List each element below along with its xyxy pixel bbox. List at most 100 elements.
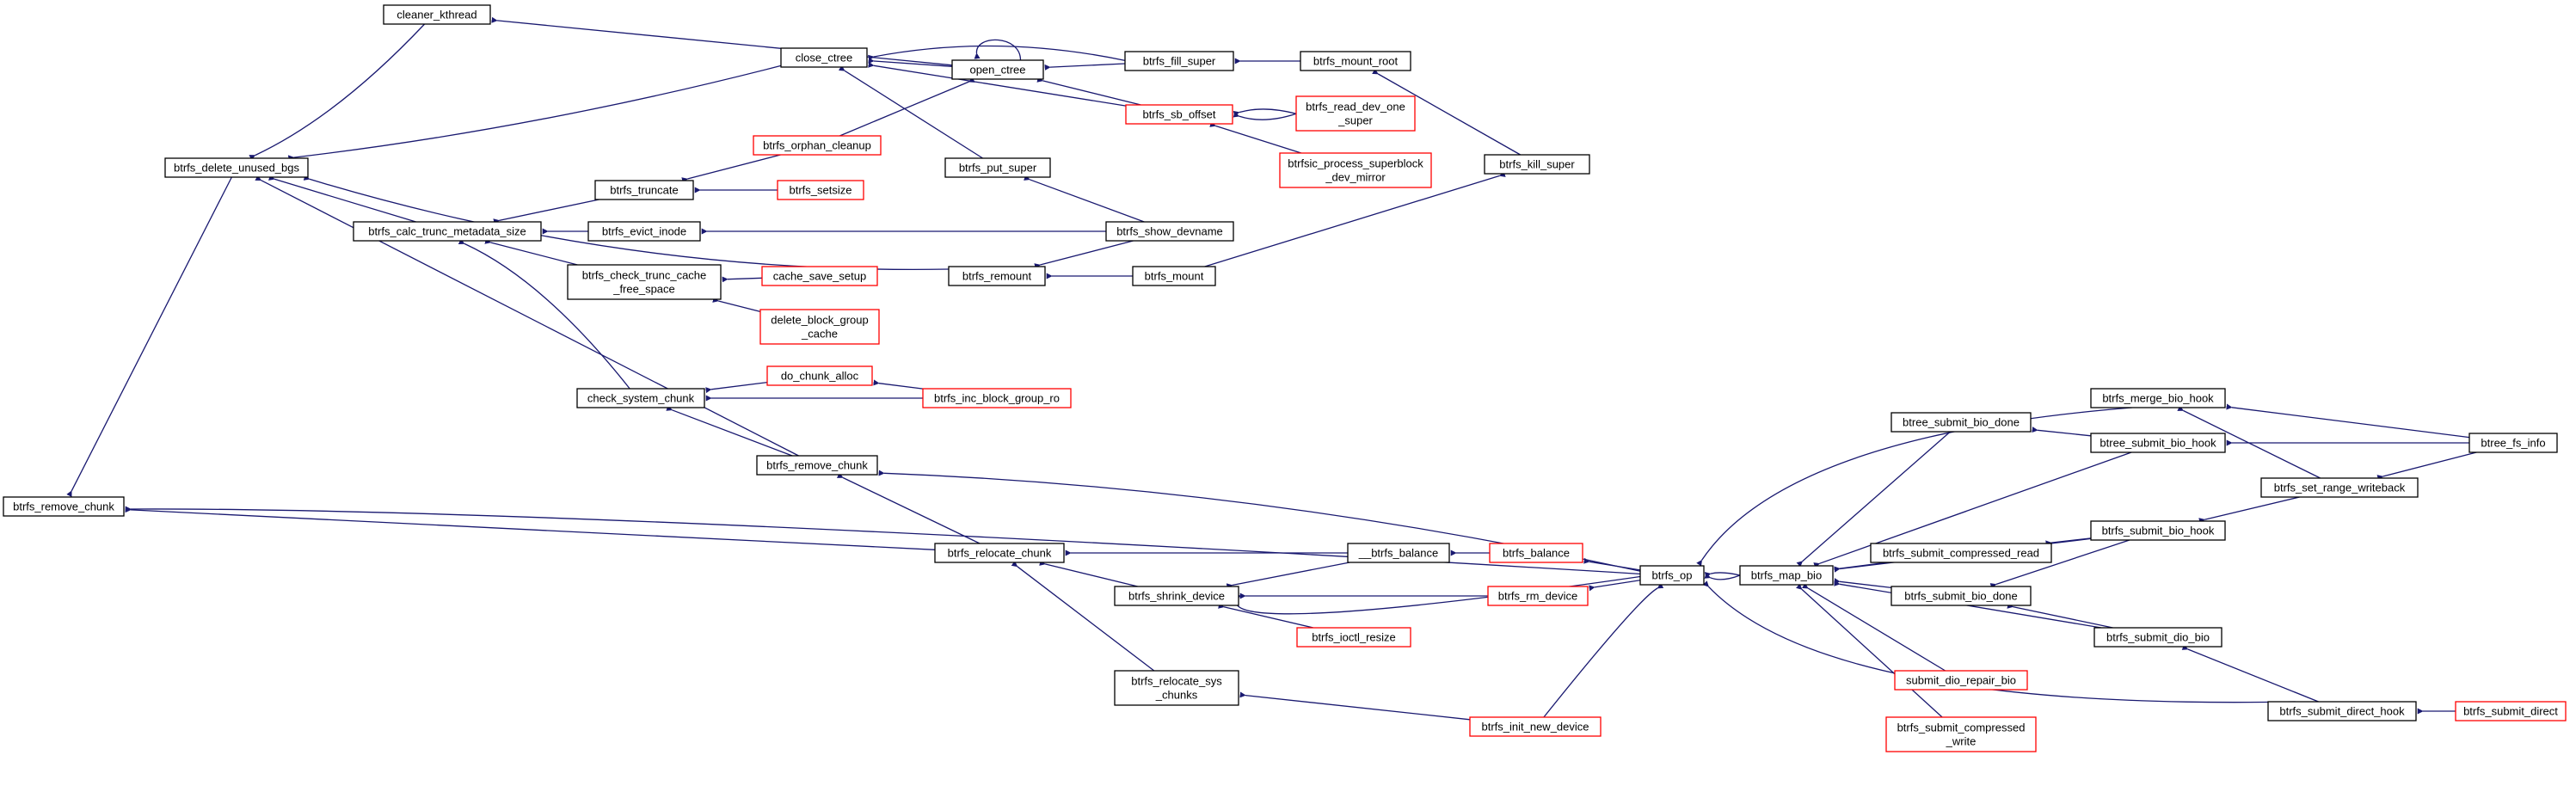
edge-btrfs_set_range_writeback-to-btrfs_submit_bio_hook	[2198, 496, 2300, 525]
node-btrfs-ioctl-resize[interactable]: btrfs_ioctl_resize	[1296, 627, 1411, 648]
node-btrfs-read-dev-one-super[interactable]: btrfs_read_dev_one_super	[1295, 95, 1416, 132]
node-box	[766, 365, 873, 386]
node-open-ctree[interactable]: open_ctree	[951, 59, 1044, 80]
node-btrfs-fill-super[interactable]: btrfs_fill_super	[1124, 51, 1234, 71]
node-btrfsic-process-superblock[interactable]: btrfsic_process_superblock_dev_mirror	[1279, 152, 1432, 188]
node-btrfs-submit-compressed-write[interactable]: btrfs_submit_compressed_write	[1885, 716, 2037, 752]
node-btrfs-set-range-writeback[interactable]: btrfs_set_range_writeback	[2260, 477, 2419, 498]
node-box	[761, 266, 878, 286]
edge-btrfs_show_devname-to-btrfs_put_super	[1024, 175, 1145, 223]
node-label: __btrfs_balance	[1358, 547, 1439, 560]
node-btrfs-shrink-device[interactable]: btrfs_shrink_device	[1114, 586, 1239, 606]
node-label: btrfsic_process_superblock	[1288, 157, 1423, 170]
node-check-system-chunk[interactable]: check_system_chunk	[576, 388, 705, 408]
edge-open_ctree-to-open_ctree	[974, 39, 1022, 61]
node-btrfs-show-devname[interactable]: btrfs_show_devname	[1105, 221, 1234, 242]
node-btrfs-relocate-sys-chunks[interactable]: btrfs_relocate_sys_chunks	[1114, 670, 1239, 706]
node-btree-submit-bio-done[interactable]: btree_submit_bio_done	[1891, 412, 2032, 433]
node-label: btrfs_submit_dio_bio	[2106, 631, 2210, 644]
node-btrfs-kill-super[interactable]: btrfs_kill_super	[1484, 154, 1590, 175]
node-btrfs-submit-bio-done[interactable]: btrfs_submit_bio_done	[1891, 586, 2032, 606]
node-box	[1300, 51, 1411, 71]
node-btrfs-put-super[interactable]: btrfs_put_super	[944, 157, 1051, 178]
edge-btrfs_inc_block_group_ro-to-do_chunk_alloc	[873, 379, 924, 390]
node-btrfs-merge-bio-hook[interactable]: btrfs_merge_bio_hook	[2090, 388, 2226, 408]
node-label: _dev_mirror	[1325, 171, 1386, 184]
node-btrfs-submit-direct[interactable]: btrfs_submit_direct	[2455, 701, 2567, 721]
node-label: btrfs_submit_bio_done	[1904, 590, 2018, 603]
node-btree-submit-bio-hook[interactable]: btree_submit_bio_hook	[2090, 433, 2226, 453]
edge-btrfs_delete_unused_bgs-to-btrfs_remove_chunk	[66, 176, 232, 498]
node-btrfs-orphan-cleanup[interactable]: btrfs_orphan_cleanup	[753, 135, 882, 156]
edge-btrfs_orphan_cleanup-to-btrfs_truncate	[681, 154, 781, 183]
node-box	[2455, 701, 2567, 721]
node-btrfs-submit-bio-hook[interactable]: btrfs_submit_bio_hook	[2090, 520, 2226, 541]
edge-btrfs_init_new_device-to-btrfs_relocate_sys_chunks	[1239, 691, 1471, 721]
node-label: btrfs_truncate	[610, 184, 679, 197]
node-btrfs-rm-device[interactable]: btrfs_rm_device	[1487, 586, 1589, 606]
edge-btrfs_op-to-btrfs_balance	[1583, 557, 1641, 571]
node-box	[951, 59, 1044, 80]
edge-btrfs_show_devname-to-btrfs_remount	[1034, 240, 1134, 269]
node-label: close_ctree	[796, 52, 852, 64]
node-label: btrfs_merge_bio_hook	[2102, 392, 2214, 405]
edge-cache_save_setup-to-btrfs_check_trunc_cache	[722, 276, 763, 283]
node-btrfs-mount[interactable]: btrfs_mount	[1132, 266, 1216, 286]
edge-btree_submit_bio_hook-to-btrfs_map_bio	[1813, 451, 2132, 568]
node-box	[756, 455, 878, 476]
node-box	[2267, 701, 2417, 721]
node-label: btrfs_remount	[962, 270, 1032, 283]
node-label: btrfs_check_trunc_cache	[582, 269, 707, 282]
node-btrfs-setsize[interactable]: btrfs_setsize	[777, 180, 864, 200]
node-btrfs-submit-dio-bio[interactable]: btrfs_submit_dio_bio	[2093, 627, 2222, 648]
node-label: btrfs_delete_unused_bgs	[174, 162, 300, 175]
edge-btrfs_relocate_chunk-to-btrfs_remove_chunk	[125, 507, 936, 550]
edge-btrfs_submit_bio_hook-to-btrfs_submit_compressed_read	[2045, 537, 2092, 547]
edge-btree_fs_info-to-btrfs_set_range_writeback	[2376, 451, 2477, 481]
node-btrfs-check-trunc-cache[interactable]: btrfs_check_trunc_cache_free_space	[567, 264, 722, 300]
node-btrfs-mount-root[interactable]: btrfs_mount_root	[1300, 51, 1411, 71]
node-label: btrfs_setsize	[790, 184, 852, 197]
node-btrfs-remount[interactable]: btrfs_remount	[948, 266, 1046, 286]
node-btrfs-calc-trunc-metadata-size[interactable]: btrfs_calc_trunc_metadata_size	[353, 221, 542, 242]
node-label: btrfs_mount_root	[1313, 55, 1399, 68]
node-btrfs-evict-inode[interactable]: btrfs_evict_inode	[587, 221, 701, 242]
node-box	[1484, 154, 1590, 175]
node-label: btrfs_init_new_device	[1481, 721, 1589, 734]
node-delete-block-group-cache[interactable]: delete_block_group_cache	[759, 309, 880, 345]
node-btrfs-balance[interactable]: btrfs_balance	[1489, 543, 1583, 563]
node-btrfs-inc-block-group-ro[interactable]: btrfs_inc_block_group_ro	[922, 388, 1072, 408]
node-label: btrfs_put_super	[959, 162, 1037, 175]
node-cleaner-kthread[interactable]: cleaner_kthread	[383, 4, 491, 25]
node-btrfs-map-bio[interactable]: btrfs_map_bio	[1739, 565, 1834, 586]
node-box	[1295, 95, 1416, 132]
edge-btrfs_set_range_writeback-to-btrfs_merge_bio_hook	[2177, 405, 2321, 479]
edge-btrfs_read_dev_one_super-to-btrfs_sb_offset	[1233, 108, 1297, 117]
node-box	[1114, 670, 1239, 706]
node-btrfs-truncate[interactable]: btrfs_truncate	[594, 180, 694, 200]
edge-open_ctree-to-cleaner_kthread	[491, 16, 953, 66]
node-cache-save-setup[interactable]: cache_save_setup	[761, 266, 878, 286]
node-submit-dio-repair-bio[interactable]: submit_dio_repair_bio	[1894, 670, 2028, 691]
edge-btrfs_sb_offset-to-open_ctree	[1036, 76, 1141, 106]
node-box	[944, 157, 1051, 178]
node-btrfs-delete-unused-bgs[interactable]: btrfs_delete_unused_bgs	[164, 157, 309, 178]
node-btrfs-init-new-device[interactable]: btrfs_init_new_device	[1469, 716, 1602, 737]
node-btrfs-submit-direct-hook[interactable]: btrfs_submit_direct_hook	[2267, 701, 2417, 721]
node-btrfs-op[interactable]: btrfs_op	[1639, 565, 1705, 586]
node-close-ctree[interactable]: close_ctree	[780, 47, 868, 68]
node-label: check_system_chunk	[587, 392, 695, 405]
node-label: btrfs_set_range_writeback	[2274, 482, 2406, 494]
node-btrfs-remove-chunk2[interactable]: btrfs_remove_chunk	[756, 455, 878, 476]
node-do-chunk-alloc[interactable]: do_chunk_alloc	[766, 365, 873, 386]
node-btrfs-sb-offset[interactable]: btrfs_sb_offset	[1125, 104, 1233, 125]
node-btrfs-submit-compressed-read[interactable]: btrfs_submit_compressed_read	[1870, 543, 2052, 563]
node-btree-fs-info[interactable]: btree_fs_info	[2468, 433, 2558, 453]
node---btrfs-balance[interactable]: __btrfs_balance	[1347, 543, 1450, 563]
node-btrfs-remove-chunk[interactable]: btrfs_remove_chunk	[3, 496, 125, 517]
node-btrfs-relocate-chunk[interactable]: btrfs_relocate_chunk	[934, 543, 1065, 563]
node-label: btrfs_submit_bio_hook	[2102, 525, 2215, 537]
node-label: open_ctree	[969, 64, 1025, 77]
node-box	[1870, 543, 2052, 563]
node-box	[2090, 388, 2226, 408]
